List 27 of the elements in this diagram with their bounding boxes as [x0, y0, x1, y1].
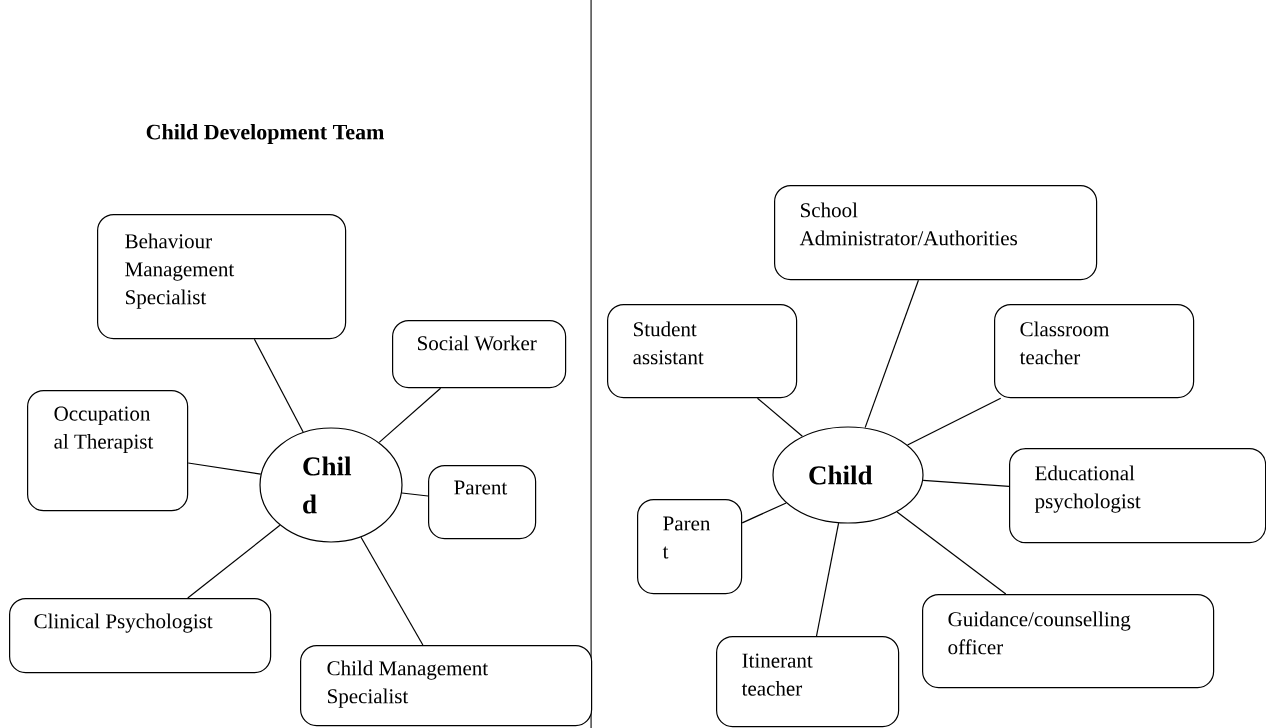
connector-line [187, 524, 281, 599]
title: Child Development Team [146, 124, 385, 144]
connector-line [864, 279, 920, 429]
connector-line [896, 511, 1007, 595]
role-box: Student assistant [607, 304, 798, 399]
role-box: Educational psychologist [1009, 448, 1266, 544]
role-box: Clinical Psychologist [9, 598, 272, 674]
connector-line [756, 397, 803, 437]
connector-line [741, 502, 787, 524]
connector-line [922, 479, 1010, 488]
connector-line [401, 492, 429, 497]
role-box: Paren t [637, 499, 743, 595]
role-box: Child Management Specialist [300, 645, 593, 727]
connector-line [906, 397, 1002, 446]
role-box: Behaviour Management Specialist [97, 214, 347, 340]
connector-line [253, 338, 304, 433]
connector-line [815, 522, 840, 637]
connector-line [360, 536, 424, 646]
role-box: Social Worker [392, 320, 567, 389]
role-box: Occupation al Therapist [27, 390, 189, 512]
connector-line [378, 387, 442, 443]
connector-line [187, 462, 262, 475]
role-box: School Administrator/Authorities [774, 185, 1098, 281]
role-box: Classroom teacher [994, 304, 1195, 399]
role-box: Itinerant teacher [716, 636, 900, 728]
role-box: Guidance/counselling officer [922, 594, 1215, 689]
role-box: Parent [428, 465, 537, 540]
